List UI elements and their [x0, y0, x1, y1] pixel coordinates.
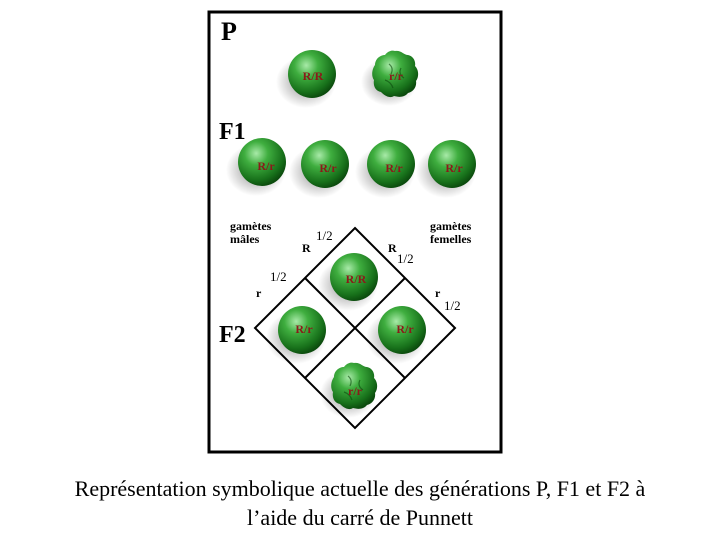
freq-male-R: 1/2 — [316, 228, 333, 243]
genotype-f1-1: R/r — [257, 159, 275, 173]
genotype-p-dominant: R/R — [303, 69, 324, 83]
freq-female-R: 1/2 — [397, 251, 414, 266]
label-generation-f2: F2 — [219, 322, 246, 348]
genotype-f1-4: R/r — [445, 161, 463, 175]
allele-female-R: R — [388, 241, 397, 255]
genotype-f2-bottom: r/r — [348, 384, 363, 398]
caption-line-1: Représentation symbolique actuelle des g… — [74, 476, 646, 501]
genotype-p-recessive: r/r — [389, 69, 404, 83]
label-generation-f1: F1 — [219, 119, 246, 145]
caption-line-2: l’aide du carré de Punnett — [246, 505, 473, 530]
label-generation-p: P — [221, 17, 237, 46]
genotype-f2-left: R/r — [295, 322, 313, 336]
allele-male-R: R — [302, 241, 311, 255]
label-female-gametes-line1: gamètes — [430, 219, 472, 233]
genotype-f1-2: R/r — [319, 161, 337, 175]
genotype-f2-top: R/R — [346, 272, 367, 286]
label-female-gametes-line2: femelles — [430, 232, 472, 246]
allele-male-r: r — [256, 286, 262, 300]
freq-female-r: 1/2 — [444, 298, 461, 313]
label-male-gametes-line2: mâles — [230, 232, 260, 246]
genotype-f1-3: R/r — [385, 161, 403, 175]
freq-male-r: 1/2 — [270, 269, 287, 284]
label-male-gametes-line1: gamètes — [230, 219, 272, 233]
allele-female-r: r — [435, 286, 441, 300]
genotype-f2-right: R/r — [396, 322, 414, 336]
